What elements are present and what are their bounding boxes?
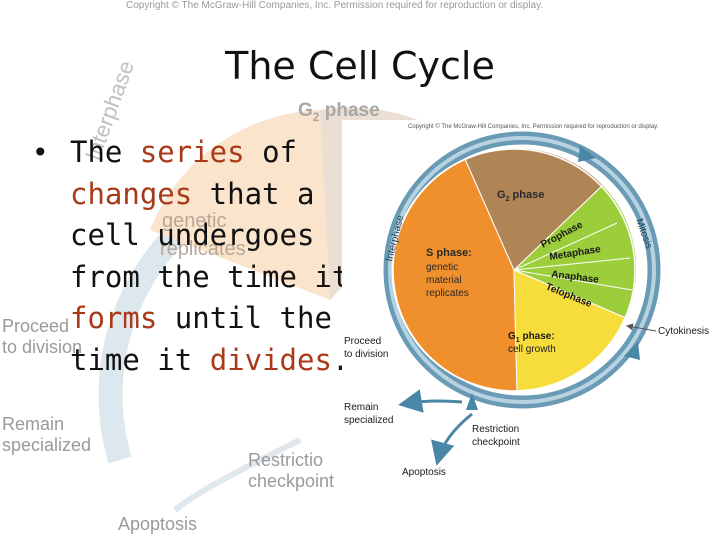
- restriction-checkpoint-marker: [466, 393, 478, 410]
- background-genetic-label: genetic: [162, 210, 227, 232]
- highlight-divides: divides: [209, 342, 332, 377]
- highlight-forms: forms: [70, 301, 158, 335]
- s-phase-line-1: genetic: [426, 262, 458, 273]
- proceed-line-1: Proceed: [344, 336, 381, 347]
- background-replicates-label: replicates: [160, 238, 246, 260]
- mitosis-divider-3: [513, 269, 633, 291]
- remain-arrow: [398, 389, 463, 413]
- pie: [391, 147, 638, 392]
- background-g2-label: G2 phase: [298, 100, 380, 124]
- bullet-point: • The series of changes that a cell unde…: [30, 132, 350, 381]
- pie-border: [392, 148, 636, 392]
- bullet-marker: •: [32, 136, 49, 169]
- ring-arrow-bottom: [624, 342, 640, 360]
- slide-title: The Cell Cycle: [225, 44, 495, 88]
- mitosis-divider-1: [513, 222, 618, 271]
- background-apoptosis-label: Apoptosis: [118, 514, 198, 534]
- bullet-text: The series of changes that a cell underg…: [70, 135, 350, 377]
- outer-ring-highlight: [388, 136, 656, 404]
- background-s-phase-sector: [150, 110, 330, 300]
- g1-phase-line-2: cell growth: [508, 344, 556, 355]
- restriction-line-2: checkpoint: [472, 437, 520, 448]
- ring-arrow-top: [578, 146, 596, 162]
- figure-copyright: Copyright © The McGraw-Hill Companies, I…: [408, 123, 659, 130]
- restriction-line-1: Restriction: [472, 424, 519, 435]
- remain-line-1: Remain: [344, 402, 378, 413]
- highlight-changes: changes: [70, 176, 193, 211]
- background-arrow: [173, 437, 302, 513]
- s-phase-title: S phase:: [426, 247, 472, 259]
- s-phase-line-3: replicates: [426, 288, 469, 299]
- apoptosis-arrow: [431, 412, 473, 466]
- highlight-series: series: [139, 135, 245, 169]
- proceed-line-2: to division: [344, 349, 388, 360]
- cytokinesis-line: [626, 323, 657, 332]
- cytokinesis-label: Cytokinesis: [658, 326, 709, 337]
- cell-cycle-figure: Copyright © The McGraw-Hill Companies, I…: [342, 120, 720, 485]
- g2-phase-label: G2 phase: [497, 189, 544, 203]
- s-phase-line-2: material: [426, 275, 462, 286]
- apoptosis-label: Apoptosis: [402, 467, 446, 478]
- remain-line-2: specialized: [344, 415, 393, 426]
- background-copyright: Copyright © The McGraw-Hill Companies, I…: [126, 0, 544, 11]
- g1-phase-title: G1 phase:: [508, 331, 555, 344]
- mitosis-divider-2: [513, 257, 631, 271]
- mitosis-wedge: [513, 184, 638, 319]
